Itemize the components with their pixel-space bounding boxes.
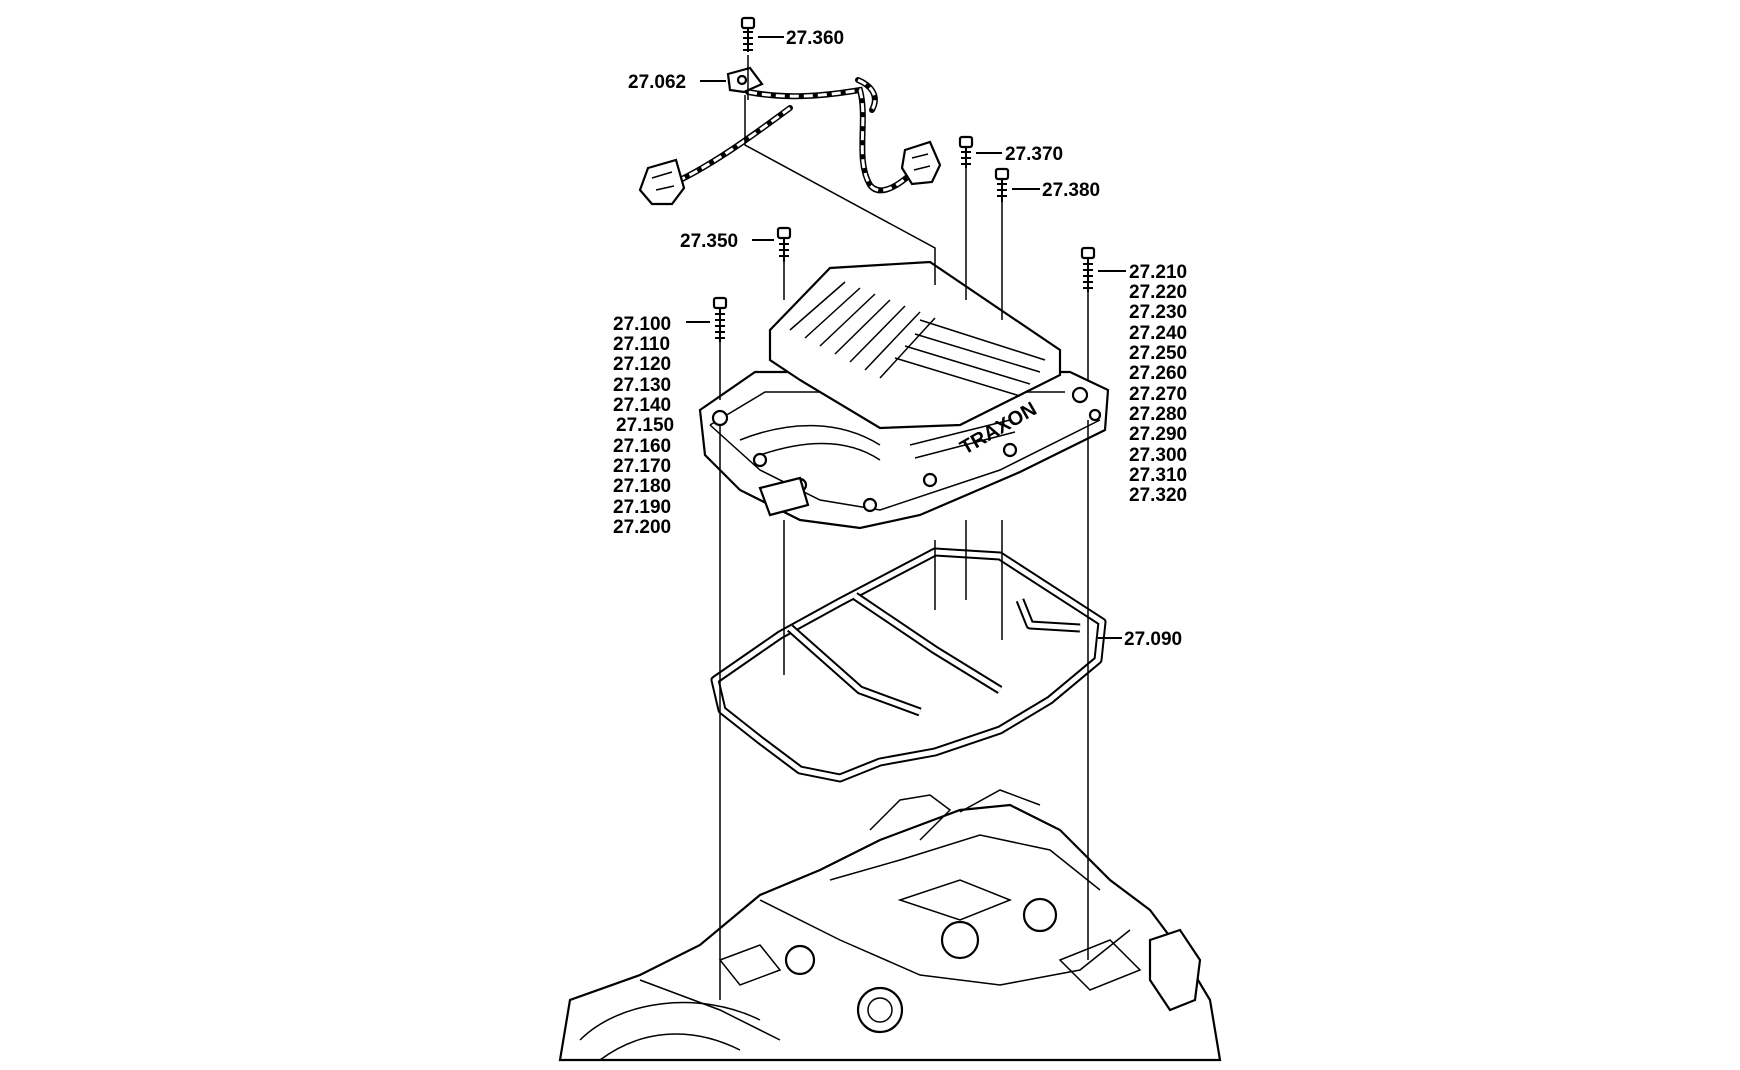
bolt-27100-group <box>712 296 728 342</box>
callout-right-8: 27.290 <box>1129 424 1187 445</box>
callout-left-6: 27.160 <box>613 436 671 457</box>
callout-left-0: 27.100 <box>613 314 671 335</box>
harness-connector-left <box>638 158 686 206</box>
callout-27090: 27.090 <box>1124 629 1182 650</box>
leader-lines <box>686 36 1126 1000</box>
callout-right-11: 27.320 <box>1129 485 1187 506</box>
callout-right-5: 27.260 <box>1129 363 1187 384</box>
callout-right-9: 27.300 <box>1129 445 1187 466</box>
bolt-27360 <box>740 16 756 52</box>
callout-right-7: 27.280 <box>1129 404 1187 425</box>
transmission-control-unit: TRAXON <box>698 260 1110 530</box>
callout-27370: 27.370 <box>1005 144 1063 165</box>
wiring-harness <box>638 66 942 206</box>
callout-group-right: 27.210 27.220 27.230 27.240 27.250 27.26… <box>1129 262 1187 506</box>
callout-group-left: 27.100 27.110 27.120 27.130 27.140 27.15… <box>613 314 674 538</box>
callout-left-4: 27.140 <box>613 395 671 416</box>
callout-right-4: 27.250 <box>1129 343 1187 364</box>
callout-27380: 27.380 <box>1042 180 1100 201</box>
transmission-housing <box>558 789 1222 1062</box>
bolt-27350 <box>776 226 792 262</box>
bolt-27380 <box>994 167 1010 202</box>
bolt-27210-group <box>1080 246 1096 292</box>
callout-left-10: 27.200 <box>613 517 671 538</box>
callout-right-1: 27.220 <box>1129 282 1187 303</box>
bolt-27370 <box>958 135 974 168</box>
callout-27062: 27.062 <box>628 72 686 93</box>
callout-right-0: 27.210 <box>1129 262 1187 283</box>
harness-connector-right <box>900 140 942 186</box>
callout-left-1: 27.110 <box>613 334 670 355</box>
callout-labels: 27.360 27.062 27.370 27.380 27.350 27.09… <box>613 28 1187 650</box>
callout-right-2: 27.230 <box>1129 302 1187 323</box>
callout-left-9: 27.190 <box>613 497 671 518</box>
callout-left-5: 27.150 <box>616 415 674 436</box>
gasket <box>710 547 1107 783</box>
callout-left-2: 27.120 <box>613 354 671 375</box>
callout-27360: 27.360 <box>786 28 844 49</box>
callout-left-3: 27.130 <box>613 375 671 396</box>
callout-right-6: 27.270 <box>1129 384 1187 405</box>
callout-right-10: 27.310 <box>1129 465 1187 486</box>
callout-left-7: 27.170 <box>613 456 671 477</box>
callout-27350: 27.350 <box>680 231 738 252</box>
callout-right-3: 27.240 <box>1129 323 1187 344</box>
callout-left-8: 27.180 <box>613 476 671 497</box>
